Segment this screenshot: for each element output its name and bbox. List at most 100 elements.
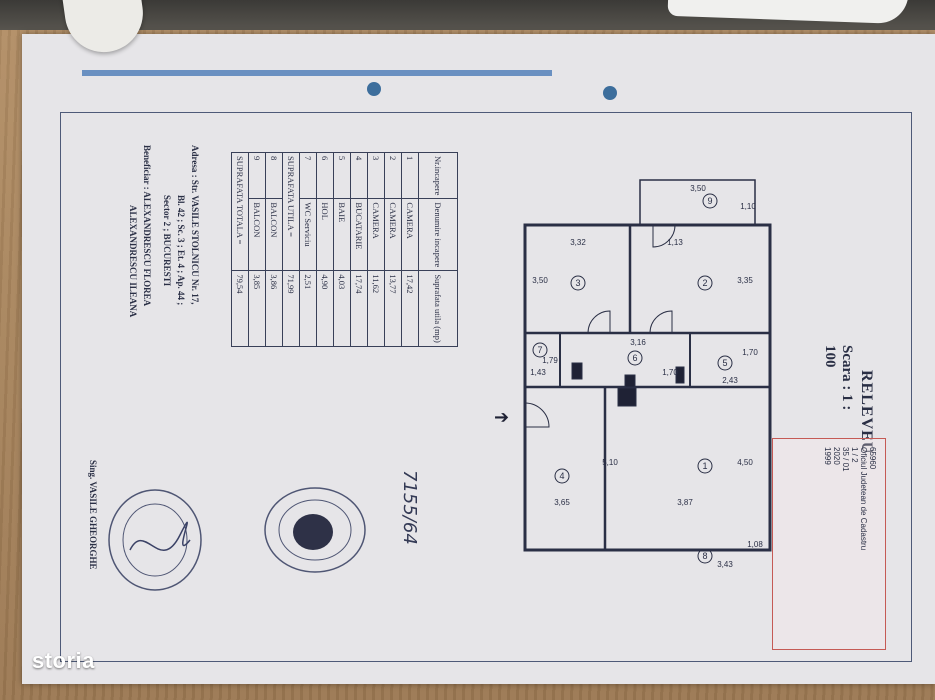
dimension: 2,43 — [722, 376, 738, 385]
header-nr: Nr.incapere — [418, 152, 458, 199]
cell-nr: 8 — [265, 152, 283, 199]
room-8-marker — [697, 548, 713, 564]
dimension: 1,70 — [742, 348, 758, 357]
cell-name: BALCON — [265, 198, 283, 271]
entrance-door-arc — [524, 402, 550, 428]
cell-name: CAMERA — [401, 198, 419, 271]
cell-area: 17,42 — [401, 270, 419, 347]
engineer-name: Sing. VASILE GHEORGHE — [88, 460, 98, 570]
floor-plan: 9 2 3 7 6 5 4 1 8 3,50 1,10 3,32 1,13 3,… — [494, 175, 790, 580]
room-label: 3 — [575, 278, 580, 288]
beneficiary-line-1: Beneficiar : ALEXANDRESCU FLOREA — [142, 145, 152, 307]
room-label: 8 — [702, 551, 707, 561]
room-3-marker — [570, 275, 586, 291]
address-line-3: Sector 2 ; BUCURESTI — [162, 195, 172, 287]
room-label: 2 — [702, 278, 707, 288]
total-label: SUPRAFATA TOTALA = — [231, 152, 249, 271]
storia-watermark: storia — [32, 648, 95, 673]
cell-name: BAIE — [333, 198, 351, 271]
cell-name: BALCON — [248, 198, 266, 271]
cell-nr: 7 — [299, 152, 317, 199]
scale-block: Scara : 1 : 100 — [821, 345, 855, 425]
dimension: 3,16 — [630, 338, 646, 347]
dimension: 1,08 — [747, 540, 763, 549]
punch-hole — [603, 86, 617, 100]
room-1-marker — [697, 458, 713, 474]
balcony-9-outline — [639, 179, 756, 226]
cell-name: BUCATARIE — [350, 198, 368, 271]
stamp-inner-ring — [278, 499, 352, 561]
cell-nr: 1 — [401, 152, 419, 199]
room-6-marker — [627, 350, 643, 366]
dimension-labels: 3,50 1,10 3,32 1,13 3,35 3,50 3,16 1,79 … — [530, 184, 763, 569]
cell-name: CAMERA — [367, 198, 385, 271]
room-label: 7 — [537, 345, 542, 355]
room-label: 6 — [632, 353, 637, 363]
room-7-marker — [532, 342, 548, 358]
rooms-table: Nr.incapere Denumire incapere Suprafata … — [231, 152, 458, 347]
stamp-line: Oficiul Judetean de Cadastru — [859, 447, 868, 551]
cell-nr: 6 — [316, 152, 334, 199]
stamp-line: 1999 — [823, 447, 832, 465]
cell-area: 13,77 — [384, 270, 402, 347]
handwritten-reference: 7155/64 — [399, 470, 420, 545]
room-2-marker — [697, 275, 713, 291]
cell-area: 3,86 — [265, 270, 283, 347]
room-4-marker — [554, 468, 570, 484]
table-header-row: Nr.incapere Denumire incapere Suprafata … — [418, 152, 458, 347]
stamp-line: 1 / 2 — [850, 447, 859, 463]
util-value: 71,99 — [282, 270, 300, 347]
dimension: 1,10 — [740, 202, 756, 211]
dimension: 1,70 — [662, 368, 678, 377]
cell-nr: 2 — [384, 152, 402, 199]
header-name: Denumire incapere — [418, 198, 458, 271]
cell-area: 4,90 — [316, 270, 334, 347]
cell-area: 3,85 — [248, 270, 266, 347]
stamp-ring — [264, 487, 366, 573]
stamp-inner-ring — [122, 503, 188, 577]
document-sheet — [22, 34, 935, 684]
cell-area: 4,03 — [333, 270, 351, 347]
cell-area: 2,51 — [299, 270, 317, 347]
dimension: 3,35 — [737, 276, 753, 285]
room-numbers: 9 2 3 7 6 5 4 1 8 — [537, 196, 727, 561]
plan-scale: Scara : 1 : 100 — [822, 345, 855, 411]
column — [617, 387, 637, 407]
address-line-1: Adresa : Str. VASILE STOLNICU Nr. 17, — [190, 145, 200, 305]
dimension: 1,13 — [667, 238, 683, 247]
total-value: 79,54 — [231, 270, 249, 347]
room-label: 4 — [559, 471, 564, 481]
stamp-line: 65960 — [868, 447, 877, 470]
entrance-arrow-icon: ➔ — [494, 407, 510, 428]
table-row-total: SUPRAFATA TOTALA = 79,54 — [231, 152, 249, 347]
cadastre-round-stamp — [264, 487, 366, 573]
beneficiary-line-2: ALEXANDRESCU ILEANA — [128, 205, 138, 318]
registration-stamp: 65960 Oficiul Judetean de Cadastru 1 / 2… — [772, 438, 886, 650]
stamp-line: 35 / 01 — [841, 447, 850, 472]
cell-nr: 4 — [350, 152, 368, 199]
drawing-frame — [60, 112, 912, 662]
stamp-line: 2020 — [832, 447, 841, 465]
cell-nr: 9 — [248, 152, 266, 199]
address-line-2: Bl. 42 ; Sc. 3 ; Et. 4 ; Ap. 44 ; — [176, 195, 186, 306]
util-label: SUPRAFATA UTILA = — [282, 152, 300, 271]
table-row-util: SUPRAFATA UTILA = 71,99 — [282, 152, 300, 347]
room-label: 1 — [702, 461, 707, 471]
header-area: Suprafata utila (mp) — [418, 270, 458, 347]
cell-name: HOL — [316, 198, 334, 271]
dimension: 3,32 — [570, 238, 586, 247]
dimension: 1,79 — [542, 356, 558, 365]
stamp-text: 65960 Oficiul Judetean de Cadastru 1 / 2… — [823, 447, 877, 647]
room-label: 9 — [707, 196, 712, 206]
dimension: 1,43 — [530, 368, 546, 377]
dimension: 3,43 — [717, 560, 733, 569]
stamp-emblem — [293, 514, 333, 550]
